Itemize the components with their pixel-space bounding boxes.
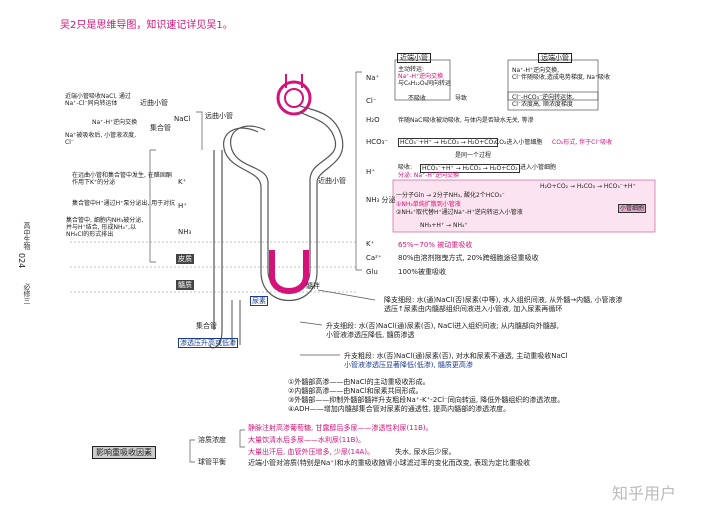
loop-descending-2: 透压↑尿素由内髓部组织间液进入小管液, 加入尿素再循环 — [384, 305, 563, 313]
label-nacl: NaCl — [174, 115, 191, 123]
ion-hco3: HCO₃⁻ — [366, 138, 389, 146]
loop-thick-ascending-1: 升支粗段: 水(否)NaCl(通)尿素(否), 对水和尿素不通透, 主动重吸收N… — [344, 352, 568, 360]
ca-reabsorb: 80%由溶剂拖曳方式, 20%跨细胞途径重吸收 — [398, 254, 539, 262]
hco3-co2-form: CO₂形式, 伴于Cl⁻吸收 — [552, 139, 613, 146]
hco3-co2-entry: CO₂进入小管细胞 — [495, 139, 543, 146]
label-proximal-tubule: 近曲小管 — [140, 99, 168, 107]
factor-glomerulotubular: 近端小管对溶质(特别是Na⁺)和水的重吸收随肾小球滤过率的变化而改变, 表现为定… — [248, 459, 531, 467]
sidebar-volume: 必修三 — [23, 283, 31, 304]
label-cortex: 皮质 — [176, 254, 194, 264]
cl-not-absorbed: 不吸收 — [408, 95, 427, 102]
ion-glu: Glu — [366, 268, 378, 276]
factor-water-diuresis: 大量饮清水后多尿——水利尿(11B)。 — [248, 436, 366, 444]
h-absorb-reaction: HCO₃⁻+H⁺ → H₂CO₃ → H₂O+CO₂ — [420, 164, 520, 173]
note-h-pump: 集合管中H⁺通过H⁺泵分泌出, 用于对抗 — [72, 200, 176, 207]
note-na-h-exchange: Na⁺-H⁺逆向交换 — [92, 119, 138, 126]
na-distal-exchange: Na⁺-H⁺逆向交换, — [512, 67, 560, 74]
h-enter-cell: 进入小管细胞 — [520, 164, 557, 171]
nh-glutamine: 一分子Gln → 2分子NH₃, 酸化2个HCO₃⁻ — [396, 192, 505, 199]
medulla-note-3: ③外髓部——抑制外髓部髓袢升支粗段Na⁺-K⁺-2Cl⁻同向转运, 降低外髓组织… — [288, 396, 565, 404]
h-secrete: 分泌: Na⁺-H⁺逆向交换 — [398, 172, 460, 179]
label-osmotic: 渗透压升高或低渗 — [178, 338, 238, 348]
na-distal-gradient: Cl⁻伴随吸收,造成电势梯度, Na⁺吸收 — [512, 74, 611, 81]
label-distal-tubule: 远曲小管 — [205, 112, 233, 120]
note-na-absorbed: Na⁺被吸收后, 小管液浓度, Cl⁻ — [65, 132, 137, 146]
cl-leads-to: 导致 — [455, 95, 468, 102]
ion-h: H⁺ — [366, 168, 375, 176]
label-loop-of-henle: 髓袢 — [306, 282, 320, 290]
medulla-note-1: ①外髓部高渗——由NaCl的主动重吸收形成。 — [288, 378, 430, 386]
label-urea: 尿素 — [250, 296, 268, 306]
factor-balance: 球管平衡 — [198, 458, 226, 466]
factor-sweat: 大量出汗后, 血管外压增多, 少尿(14A)。 — [248, 448, 375, 456]
cl-exchanger: Cl⁻-HCO₃⁻逆向转运体, — [512, 94, 575, 101]
label-nh3: NH₃ — [178, 228, 192, 236]
ion-h2o: H₂O — [366, 116, 380, 124]
factor-osmotic-diuresis: 静脉注射高渗葡萄糖, 甘露醇后多尿——渗透性利尿(11B)。 — [248, 424, 433, 432]
factor-water-loss: 失水, 尿水后少尿。 — [395, 448, 456, 456]
label-collecting-duct: 集合管 — [196, 322, 217, 330]
medulla-note-2: ②内髓部高渗——由NaCl和尿素共同形成。 — [288, 387, 423, 395]
hco3-same-process: 是同一个过程 — [455, 152, 492, 159]
note-proximal-nacl: 近端小管吸收NaCl, 通过Na⁺-Cl⁻同向转运体 — [65, 93, 131, 107]
label-h: H⁺ — [178, 202, 187, 210]
loop-thin-ascending-1: 升支细段: 水(否)NaCl(通)尿素(否), NaCl进入组织间液; 从内髓部… — [326, 322, 559, 330]
note-nh3-secretion: 集合管中, 细胞内NH₃被分泌, 并与H⁺结合, 形成NH₄⁺,以NH₄Cl的形… — [66, 217, 144, 238]
label-medulla: 髓质 — [176, 280, 194, 290]
watermark: 知乎用户 — [612, 484, 677, 503]
k-reabsorb: 65%~70% 被动重吸收 — [398, 241, 473, 249]
nh-diffusion: ①NH₃单纯扩散到小管液 — [396, 201, 461, 208]
sidebar-subject: 高中生物 — [23, 222, 31, 250]
ion-ca: Ca²⁺ — [366, 254, 382, 262]
nh-reaction: NH₃+H⁺ → NH₄⁺ — [420, 222, 468, 229]
na-exchange: Na⁺-H⁺逆向交换 — [398, 73, 444, 80]
na-active: 主动转运: — [398, 66, 425, 73]
h-reverse-reaction: H₂O+CO₂ → H₂CO₃ → HCO₃⁻+H⁺ — [540, 183, 636, 190]
tag-distal-tubule: 远端小管 — [538, 53, 572, 63]
ion-nh3: NH₃ 分泌 — [366, 196, 396, 204]
label-k: K⁺ — [178, 178, 187, 186]
glu-reabsorb: 100%被重吸收 — [398, 268, 447, 276]
loop-descending-1: 降支细段: 水(通)NaCl(否)尿素(中等), 水入组织间液, 从外髓→内髓,… — [384, 296, 623, 304]
label-proximal-convoluted: 近曲小管 — [318, 177, 346, 185]
ion-cl: Cl⁻ — [366, 97, 377, 105]
ion-k: K⁺ — [366, 240, 375, 248]
page-number: 024 — [17, 253, 26, 269]
cl-gradient: Cl⁻浓度高, 顺浓度梯度 — [512, 101, 573, 108]
h-absorb-label: 吸收: — [398, 164, 413, 171]
hco3-reaction: HCO₃⁻+H⁺ → H₂CO₃ → H₂O+CO₂ — [398, 138, 498, 147]
h2o-note: 伴随NaCl吸收被动吸收, 与体内是否缺水无关, 等渗 — [398, 117, 534, 124]
tag-proximal-tubule: 近端小管 — [397, 53, 431, 63]
loop-thick-ascending-2: 小管液渗透压显著降低(低渗), 髓质更高渗 — [344, 361, 473, 369]
loop-thin-ascending-2: 小管液渗透压降低, 髓质渗透 — [326, 331, 415, 339]
note-k-secretion: 在远曲小管和集合管中发生, 在醛固酮作用下K⁺的分泌 — [72, 172, 172, 186]
na-cotransport: 与C₆H₁₂O₆同向转运 — [398, 80, 452, 87]
page-header: 吴2只是思维导图，知识速记详见吴1。 — [60, 20, 233, 31]
nh-exchange: ②NH₄⁺取代替H⁺通过Na⁺-H⁺逆向转运入小管液 — [396, 209, 523, 216]
label-collecting-duct-left: 集合管 — [150, 124, 171, 132]
medulla-note-4: ④ADH——增加内髓部集合管对尿素的通透性, 提高内髓部的渗透浓度。 — [288, 405, 511, 413]
ion-na: Na⁺ — [366, 74, 380, 82]
factors-title: 影响重吸收因素 — [92, 446, 156, 459]
factor-solute: 溶质浓度 — [198, 436, 226, 444]
nh-cell-tag: 小管细胞 — [618, 204, 647, 213]
